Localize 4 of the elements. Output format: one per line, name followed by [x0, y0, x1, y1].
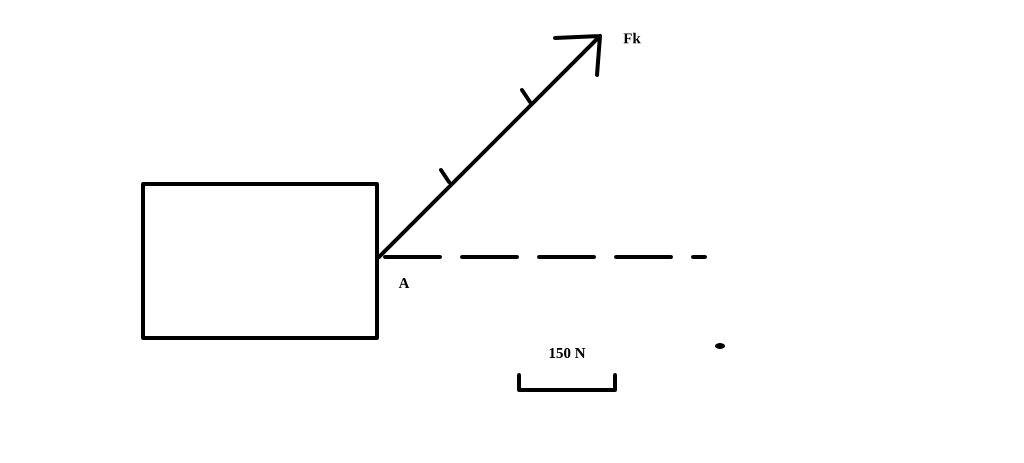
point-label: A: [398, 278, 410, 288]
scale-label: 150 N: [549, 347, 586, 359]
block: [141, 182, 379, 340]
fk-label: Fk: [623, 32, 641, 44]
